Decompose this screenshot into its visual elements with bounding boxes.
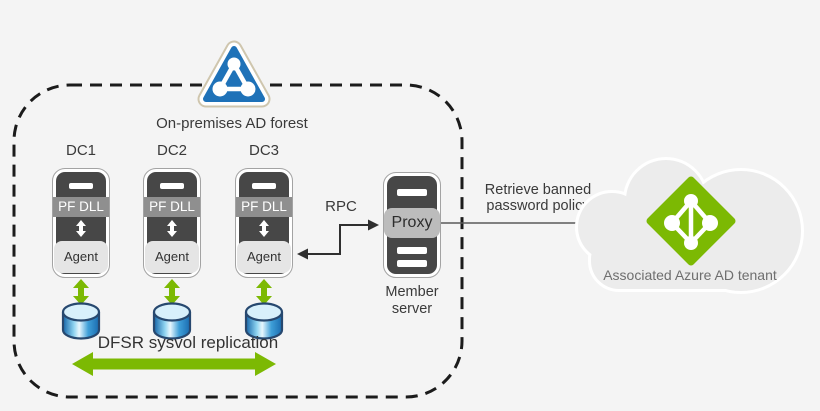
- server-slot-bar: [397, 247, 427, 254]
- server-slot-bar: [69, 183, 93, 189]
- sync-arrow-icon: [256, 279, 272, 305]
- replication-double-arrow-icon: [72, 352, 276, 376]
- server-body: PF DLL Agent: [144, 172, 200, 274]
- database-cylinder-icon: [152, 302, 192, 340]
- retrieve-policy-label: Retrieve banned password policy: [484, 182, 592, 214]
- dc1-server-tower: PF DLL Agent: [52, 168, 110, 278]
- dc1-label: DC1: [65, 142, 96, 159]
- sync-arrow-icon: [164, 279, 180, 305]
- database-cylinder-icon: [61, 302, 101, 340]
- server-slot-bar: [397, 189, 427, 196]
- rpc-connector-arrows: [297, 219, 379, 260]
- sync-arrow-icon: [73, 279, 89, 305]
- azure-ad-tenant-label: Associated Azure AD tenant: [603, 267, 777, 283]
- dc2-label: DC2: [156, 142, 187, 159]
- agent-box: Agent: [237, 241, 291, 273]
- agent-box: Agent: [145, 241, 199, 273]
- member-server-label: Member server: [385, 284, 439, 317]
- azure-ad-icon: [646, 176, 736, 266]
- ad-forest-icon: [197, 40, 271, 108]
- pf-dll-module: PF DLL: [144, 197, 200, 217]
- server-slot-bar: [160, 183, 184, 189]
- server-body: Proxy: [384, 176, 440, 274]
- server-body: PF DLL Agent: [53, 172, 109, 274]
- dc3-label: DC3: [248, 142, 279, 159]
- rpc-label: RPC: [325, 198, 357, 215]
- pf-dll-module: PF DLL: [53, 197, 109, 217]
- updown-arrow-icon: [167, 220, 177, 237]
- updown-arrow-icon: [76, 220, 86, 237]
- proxy-service-box: Proxy: [384, 208, 440, 238]
- dc2-server-tower: PF DLL Agent: [143, 168, 201, 278]
- server-body: PF DLL Agent: [236, 172, 292, 274]
- member-server-tower: Proxy: [383, 172, 441, 278]
- agent-box: Agent: [54, 241, 108, 273]
- server-slot-bar: [252, 183, 276, 189]
- updown-arrow-icon: [259, 220, 269, 237]
- dc3-server-tower: PF DLL Agent: [235, 168, 293, 278]
- pf-dll-module: PF DLL: [236, 197, 292, 217]
- server-slot-bar: [397, 260, 427, 267]
- forest-label: On-premises AD forest: [156, 115, 308, 132]
- database-cylinder-icon: [244, 302, 284, 340]
- dfsr-replication-label: DFSR sysvol replication: [97, 333, 279, 352]
